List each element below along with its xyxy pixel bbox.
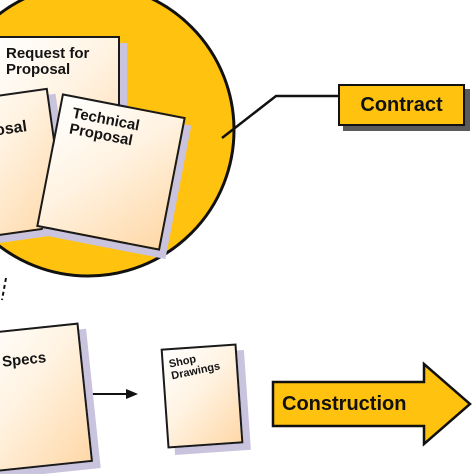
request-for-proposal-label: Request for Proposal: [6, 45, 90, 78]
technical-proposal-document: Technical Proposal: [36, 93, 186, 251]
shop-drawings-document: Shop Drawings: [160, 343, 244, 449]
cost-proposal-label: osal: [0, 118, 29, 140]
specs-label: Specs: [1, 349, 47, 371]
circle-bottom-connector: [1, 277, 7, 301]
contract-label: Contract: [360, 93, 443, 116]
contract-box: Contract: [338, 84, 465, 126]
shop-drawings-label: Shop Drawings: [167, 353, 222, 382]
construction-arrow: [271, 361, 472, 447]
contract-connector-line: [221, 94, 338, 139]
technical-proposal-label: Technical Proposal: [67, 104, 142, 150]
specs-document: Specs: [0, 322, 94, 474]
specs-to-drawings-arrowhead: [126, 389, 138, 399]
construction-label: Construction: [282, 393, 407, 415]
